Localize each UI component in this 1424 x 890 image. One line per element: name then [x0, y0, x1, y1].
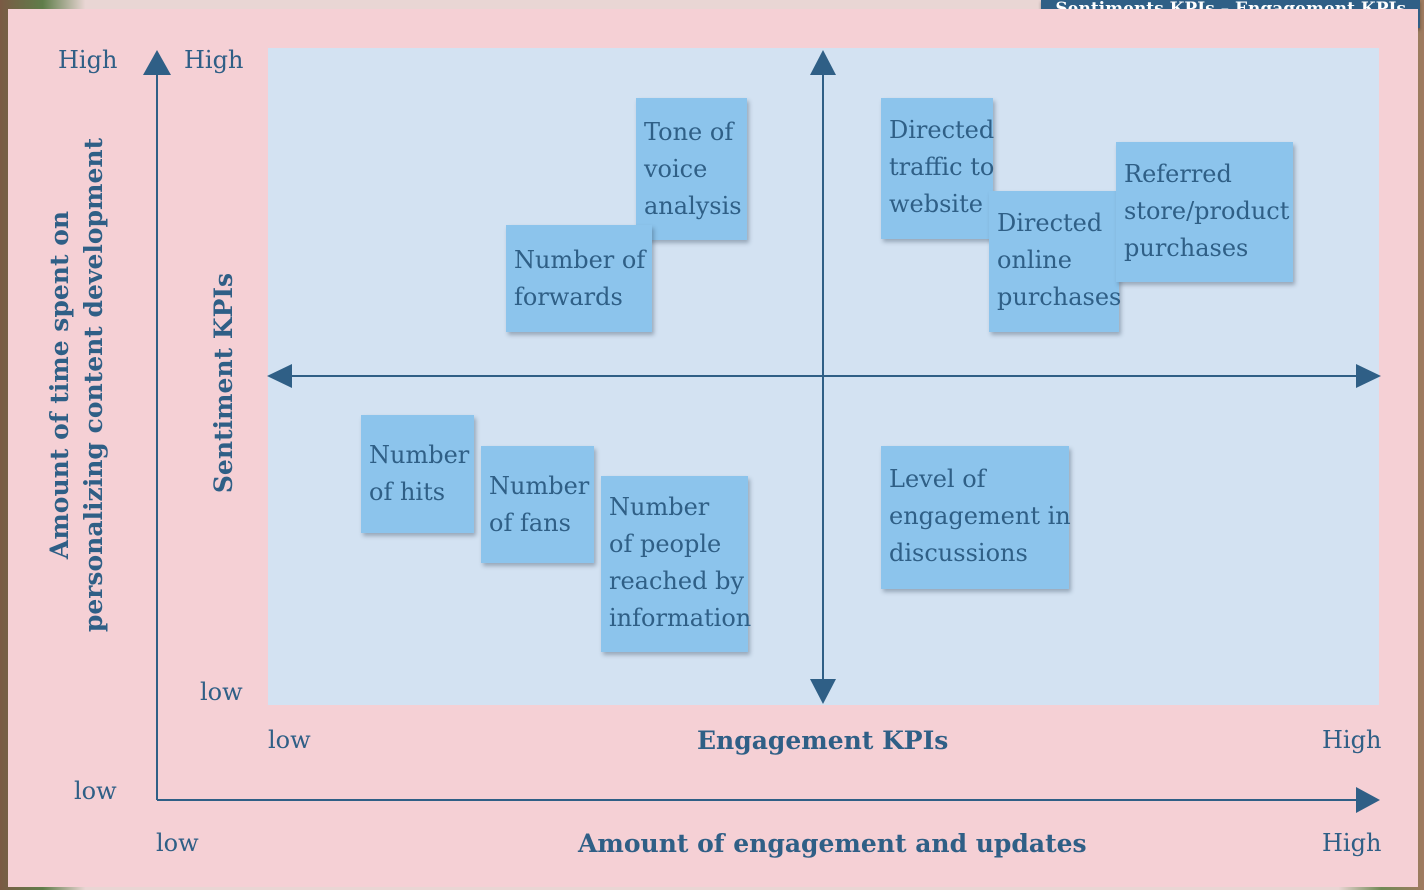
- outer-x-low-label: low: [156, 829, 199, 857]
- outer-y-axis-arrowhead: [143, 50, 171, 75]
- note-line: store/product: [1124, 197, 1290, 225]
- note-line: website: [889, 190, 983, 218]
- inner-x-low-label: low: [268, 726, 311, 754]
- inner-x-axis-title: Engagement KPIs: [697, 726, 949, 755]
- note-line: Level of: [889, 465, 986, 493]
- inner-y-low-label: low: [200, 678, 243, 706]
- inner-x-high-label: High: [1322, 726, 1382, 754]
- note-level-of-engagement: Level of engagement in discussions: [881, 446, 1071, 589]
- note-directed-online-purchases: Directed online purchases: [989, 191, 1122, 332]
- note-line: Number: [489, 472, 590, 500]
- note-line: reached by: [609, 567, 744, 595]
- note-number-of-fans: Number of fans: [481, 446, 594, 563]
- inner-x-axis-arrowhead-right: [1356, 364, 1381, 388]
- note-line: traffic to: [889, 153, 995, 181]
- note-line: Referred: [1124, 160, 1232, 188]
- inner-x-axis-arrowhead-left: [267, 364, 292, 388]
- outer-x-axis-title: Amount of engagement and updates: [578, 829, 1087, 858]
- outer-y-title-line-1: Amount of time spent on: [45, 210, 74, 560]
- note-line: engagement in: [889, 502, 1071, 530]
- inner-y-axis-arrowhead-bottom: [810, 679, 836, 704]
- outer-x-high-label: High: [1322, 829, 1382, 857]
- outer-x-axis-arrowhead: [1356, 787, 1380, 813]
- note-referred-purchases: Referred store/product purchases: [1116, 142, 1293, 282]
- note-line: Number: [369, 441, 470, 469]
- note-line: forwards: [514, 283, 623, 311]
- note-number-of-hits: Number of hits: [361, 415, 474, 533]
- outer-y-axis-title: Amount of time spent on personalizing co…: [43, 138, 111, 632]
- note-line: Number: [609, 493, 710, 521]
- note-line: of people: [609, 530, 722, 558]
- note-directed-traffic: Directed traffic to website: [881, 98, 995, 239]
- note-line: purchases: [1124, 234, 1249, 262]
- inner-y-high-label: High: [184, 46, 244, 74]
- note-line: information: [609, 604, 752, 632]
- note-line: Tone of: [644, 118, 734, 146]
- note-line: Directed: [997, 209, 1103, 237]
- outer-y-high-label: High: [58, 46, 118, 74]
- note-line: of hits: [369, 478, 446, 506]
- note-line: analysis: [644, 192, 742, 220]
- note-line: purchases: [997, 283, 1122, 311]
- note-line: Directed: [889, 116, 995, 144]
- outer-y-low-label: low: [74, 777, 117, 805]
- note-line: discussions: [889, 539, 1028, 567]
- note-number-of-forwards: Number of forwards: [506, 225, 652, 332]
- note-line: Number of: [514, 246, 646, 274]
- note-line: of fans: [489, 509, 571, 537]
- outer-y-title-line-2: personalizing content development: [79, 137, 108, 633]
- note-line: online: [997, 246, 1072, 274]
- inner-y-axis-arrowhead-top: [810, 50, 836, 75]
- inner-y-axis-title: Sentiment KPIs: [209, 272, 238, 494]
- note-number-of-people-reached: Number of people reached by information: [601, 476, 752, 652]
- note-tone-of-voice: Tone of voice analysis: [636, 98, 747, 240]
- note-line: voice: [644, 155, 708, 183]
